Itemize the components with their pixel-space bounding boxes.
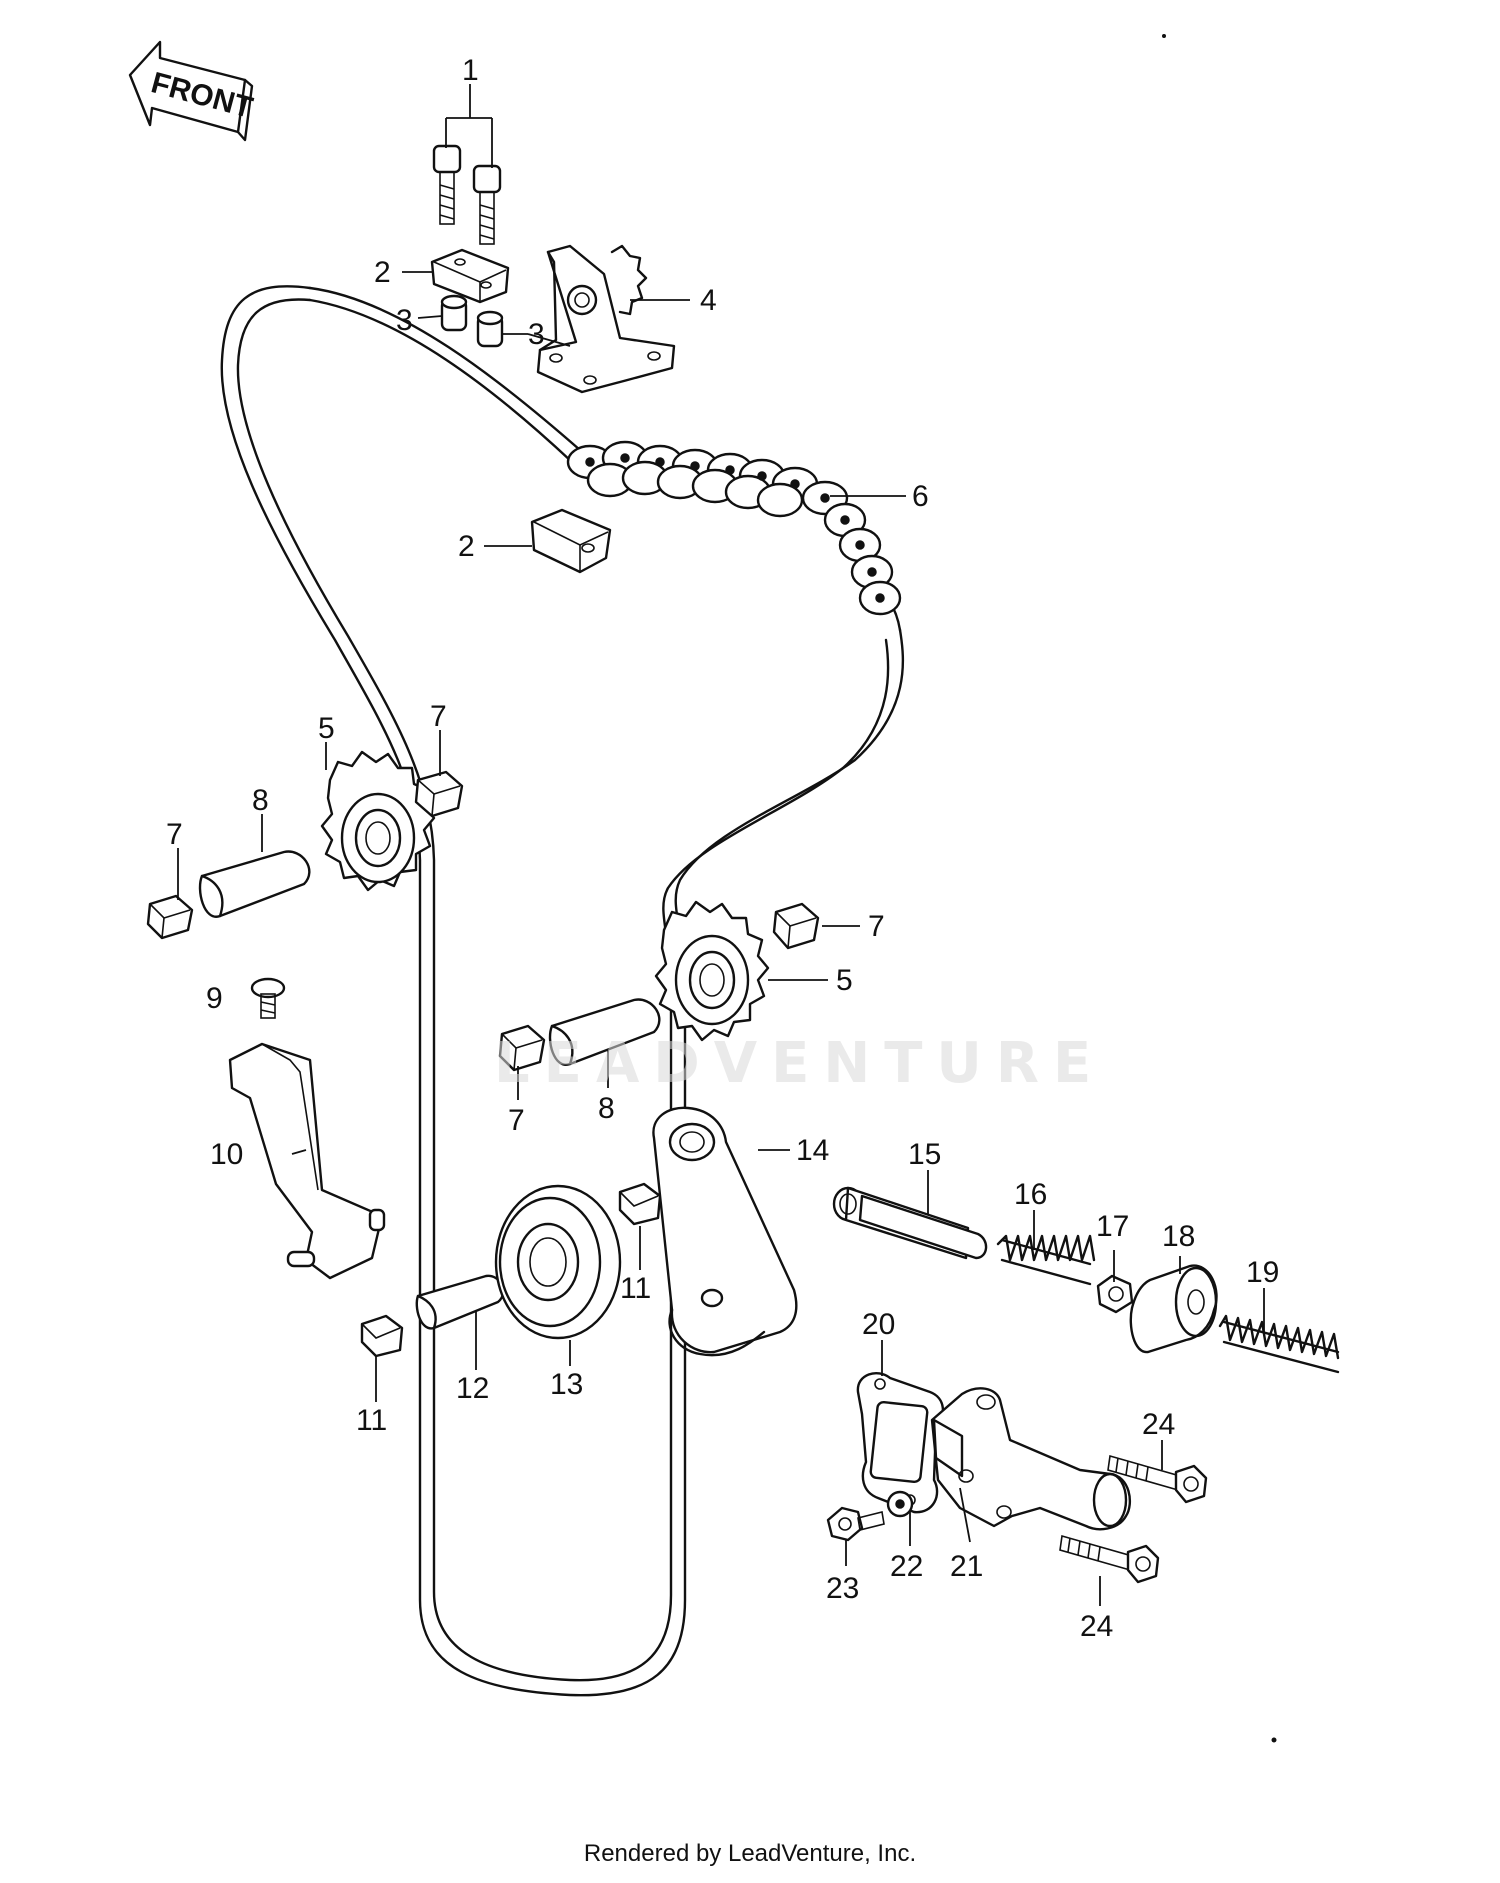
damper-pad-11-lower [360, 1314, 404, 1358]
callout-23: 23 [826, 1572, 859, 1605]
callout-11-lower: 11 [356, 1404, 387, 1437]
screw [250, 977, 286, 1019]
upper-sprocket-bracket [536, 244, 676, 394]
right-sprocket [654, 900, 770, 1042]
collar-left [440, 294, 468, 332]
callout-21: 21 [950, 1550, 983, 1583]
callout-24-upper: 24 [1142, 1408, 1175, 1441]
tensioner-cap [1129, 1264, 1218, 1354]
callouts: 1 2 2 3 3 4 5 5 6 7 7 7 7 8 8 9 10 11 11… [166, 54, 1279, 1643]
callout-12: 12 [456, 1372, 489, 1405]
washer [886, 1490, 914, 1518]
damper-pad-left [146, 894, 194, 940]
watermark: LEADVENTURE [494, 1031, 1105, 1096]
callout-7-upper: 7 [430, 700, 447, 733]
callout-18: 18 [1162, 1220, 1195, 1253]
callout-19: 19 [1246, 1256, 1279, 1289]
callout-14: 14 [796, 1134, 829, 1167]
callout-7-left: 7 [166, 818, 183, 851]
stray-marks [1162, 34, 1277, 1743]
footer-credit: Rendered by LeadVenture, Inc. [583, 1840, 917, 1867]
bolt-24-lower [1059, 1534, 1160, 1584]
callout-9: 9 [206, 982, 223, 1015]
tensioner-spring-19 [1218, 1314, 1340, 1374]
front-arrow-icon: FRONT [128, 40, 256, 142]
callout-20: 20 [862, 1308, 895, 1341]
collar-right [476, 310, 504, 348]
damper-pad-middle [498, 1024, 546, 1072]
rubber-damper-12 [415, 1274, 505, 1330]
callout-17: 17 [1096, 1210, 1129, 1243]
callout-5-right: 5 [836, 964, 853, 997]
rubber-damper-center [548, 998, 661, 1066]
bolt-23 [826, 1506, 885, 1542]
callout-1: 1 [462, 54, 479, 87]
tensioner-spring-16 [996, 1234, 1096, 1286]
callout-3-right: 3 [528, 318, 545, 351]
damper-pad-upper [414, 770, 464, 818]
tensioner-body [930, 1387, 1131, 1531]
tensioner-shaft [832, 1186, 988, 1260]
callout-8-center: 8 [598, 1092, 615, 1125]
callout-22: 22 [890, 1550, 923, 1583]
callout-7-right: 7 [868, 910, 885, 943]
guide-bracket [228, 1042, 386, 1280]
leader-lines [177, 84, 1265, 1606]
guide-block-lower [530, 508, 612, 574]
callout-7-middle: 7 [508, 1104, 525, 1137]
tensioner-arm [652, 1106, 798, 1357]
callout-24-lower: 24 [1080, 1610, 1113, 1643]
callout-5-left: 5 [318, 712, 335, 745]
callout-16: 16 [1014, 1178, 1047, 1211]
callout-4: 4 [700, 284, 717, 317]
bolt-24-upper [1107, 1454, 1208, 1504]
guide-roller [494, 1184, 622, 1340]
callout-2-lower: 2 [458, 530, 475, 563]
callout-13: 13 [550, 1368, 583, 1401]
left-sprocket [320, 750, 436, 892]
callout-3-left: 3 [396, 304, 413, 337]
damper-pad-11-upper [618, 1182, 662, 1226]
guide-block-upper [430, 248, 510, 304]
callout-2-upper: 2 [374, 256, 391, 289]
callout-10: 10 [210, 1138, 243, 1171]
bolt-pair [432, 144, 502, 245]
callout-8-left: 8 [252, 784, 269, 817]
tensioner-nut [1096, 1274, 1134, 1314]
callout-15: 15 [908, 1138, 941, 1171]
callout-11-upper: 11 [620, 1272, 651, 1305]
roller-chain [566, 440, 902, 616]
rubber-damper-left [198, 850, 311, 918]
damper-pad-right [772, 902, 820, 950]
callout-6: 6 [912, 480, 929, 513]
